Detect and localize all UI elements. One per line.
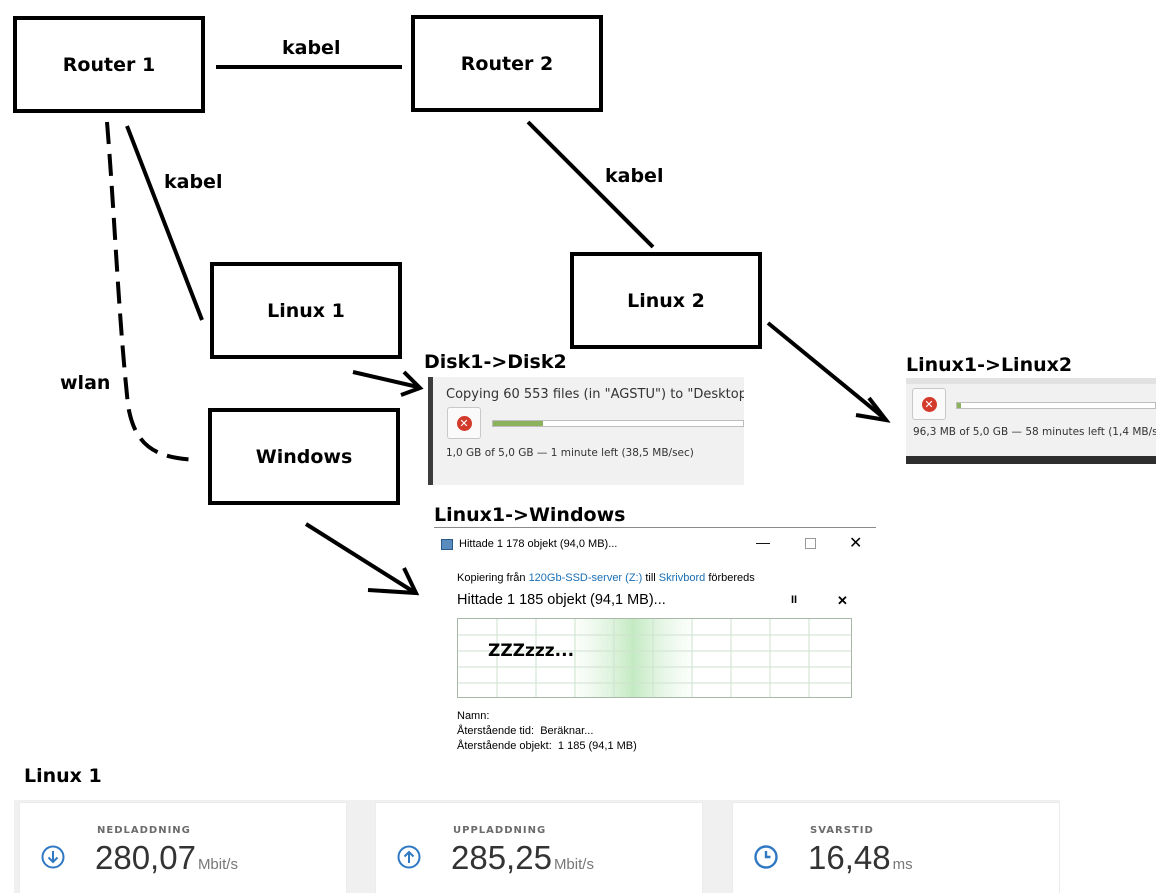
disk-copy-dialog: Copying 60 553 files (in "AGSTU") to "De… (428, 377, 744, 485)
node-router1: Router 1 (13, 16, 205, 113)
source-link[interactable]: 120Gb-SSD-server (Z:) (528, 572, 643, 584)
disk-copy-progress-fill (493, 421, 543, 426)
download-icon (41, 845, 65, 869)
disk-copy-title: Copying 60 553 files (in "AGSTU") to "De… (446, 387, 744, 402)
section-title-linux-linux: Linux1->Linux2 (906, 354, 1073, 376)
remaining-items: Återstående objekt: 1 185 (94,1 MB) (457, 740, 637, 752)
linux-copy-status: 96,3 MB of 5,0 GB — 58 minutes left (1,4… (913, 426, 1156, 438)
pause-button[interactable]: II (791, 594, 798, 606)
close-icon[interactable]: ✕ (849, 535, 863, 552)
remaining-time: Återstående tid: Beräknar... (457, 725, 594, 737)
download-caption: NEDLADDNING (97, 825, 191, 836)
node-linux1: Linux 1 (210, 262, 402, 359)
arrow-linux2-dialog (766, 321, 891, 423)
upload-caption: UPPLADDNING (453, 825, 547, 836)
node-linux2: Linux 2 (570, 252, 762, 349)
disk-copy-progress-bar (492, 420, 744, 427)
stop-icon: ✕ (456, 415, 472, 431)
windows-copy-dialog: Hittade 1 178 objekt (94,0 MB)... — ✕ Ko… (434, 527, 876, 759)
linux-copy-stop-button[interactable]: ✕ (912, 388, 946, 420)
node-router2: Router 2 (411, 15, 603, 112)
section-title-speedtest: Linux 1 (24, 765, 102, 787)
edge-router2-linux2 (526, 120, 655, 249)
edge-label-router1-router2: kabel (282, 37, 341, 59)
ping-caption: SVARSTID (810, 825, 874, 836)
copy-window-icon (441, 539, 453, 550)
edge-label-router2-linux2: kabel (605, 165, 664, 187)
arrow-linux1-disk (352, 370, 424, 397)
destination-link[interactable]: Skrivbord (658, 572, 706, 584)
upload-icon (397, 845, 421, 869)
stop-icon: ✕ (921, 396, 937, 412)
found-status: Hittade 1 185 objekt (94,1 MB)... (457, 592, 666, 608)
node-windows: Windows (208, 408, 400, 505)
maximize-icon[interactable] (805, 538, 816, 549)
section-title-disk: Disk1->Disk2 (424, 351, 567, 373)
windows-window-title: Hittade 1 178 objekt (94,0 MB)... (459, 538, 618, 550)
clock-icon (754, 845, 778, 869)
edge-router1-windows (105, 121, 198, 462)
copy-description: Kopiering från 120Gb-SSD-server (Z:) til… (457, 572, 755, 584)
linux-copy-dialog: ✕ 96,3 MB of 5,0 GB — 58 minutes left (1… (906, 378, 1156, 464)
transfer-graph: ZZZzzz... (457, 618, 852, 698)
disk-copy-stop-button[interactable]: ✕ (447, 407, 481, 439)
edge-router1-linux1 (125, 125, 204, 321)
minimize-icon[interactable]: — (756, 534, 770, 550)
linux-copy-progress-fill (957, 403, 961, 408)
disk-copy-status: 1,0 GB of 5,0 GB — 1 minute left (38,5 M… (446, 447, 694, 459)
arrow-windows-dialog (304, 522, 420, 596)
linux-copy-progress-bar (956, 402, 1156, 409)
graph-note: ZZZzzz... (488, 641, 575, 661)
edge-label-router1-linux1: kabel (164, 171, 223, 193)
section-title-linux-windows: Linux1->Windows (434, 504, 626, 526)
edge-label-router1-windows: wlan (60, 372, 111, 394)
cancel-button[interactable]: ✕ (837, 593, 848, 608)
name-label: Namn: (457, 710, 490, 722)
